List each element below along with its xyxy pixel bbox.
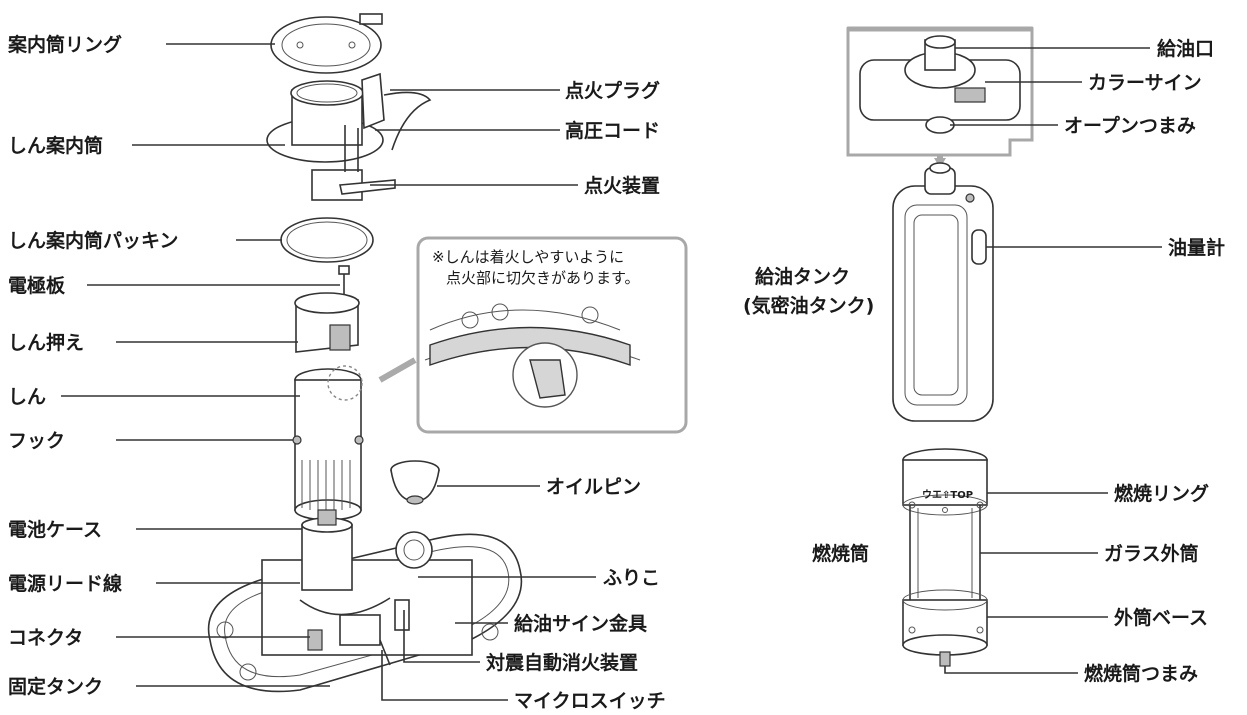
fuel-tank-drawing (892, 162, 994, 422)
chimney-title: 燃焼筒 (812, 542, 869, 565)
label-oil-gauge: 油量計 (1168, 236, 1225, 259)
tank-title-line2: (気密油タンク) (743, 294, 874, 317)
label-guide-ring: 案内筒リング (7, 33, 122, 56)
center-leaders (370, 89, 596, 701)
tank-leaders (950, 47, 1162, 248)
tank-closeup-box (846, 26, 1034, 168)
label-igniter-plug: 点火プラグ (565, 79, 660, 102)
guide-ring-drawing (270, 13, 383, 74)
chimney-drawing: ウエ⇧TOP (902, 448, 988, 667)
oil-pin-drawing (390, 460, 440, 505)
label-seismic-extinguisher: 対震自動消火装置 (485, 651, 638, 674)
label-outer-base: 外筒ベース (1114, 606, 1208, 629)
label-wick-guide: しん案内筒 (8, 134, 103, 157)
label-color-sign: カラーサイン (1088, 72, 1202, 94)
electrode-holder-drawing (294, 265, 360, 353)
base-tank-drawing (207, 509, 523, 693)
label-filler-port: 給油口 (1157, 37, 1214, 60)
label-wick: しん (8, 386, 46, 408)
label-wick-guide-packing: しん案内筒パッキン (8, 229, 178, 252)
label-combustion-ring: 燃焼リング (1114, 482, 1209, 505)
label-glass-outer: ガラス外筒 (1104, 542, 1199, 565)
label-power-lead: 電源リード線 (8, 572, 122, 595)
ring-marking: ウエ⇧TOP (922, 489, 973, 501)
label-fixed-tank: 固定タンク (8, 675, 103, 698)
wick-notch-callout: ※しんは着火しやすいように 点火部に切欠きがあります。 (378, 236, 688, 434)
label-oil-pin: オイルピン (546, 476, 641, 498)
label-battery-case: 電池ケース (8, 518, 102, 541)
label-ignition-device: 点火装置 (584, 174, 660, 197)
chimney-leaders (944, 492, 1108, 674)
label-electrode-plate: 電極板 (8, 274, 66, 297)
callout-note-line2: 点火部に切欠きがあります。 (446, 269, 640, 287)
wick-guide-packing-drawing (280, 217, 374, 263)
label-wick-holder: しん押え (8, 331, 84, 354)
tank-title-line1: 給油タンク (755, 265, 850, 288)
label-connector: コネクタ (8, 627, 83, 649)
left-leaders (61, 43, 340, 687)
label-chimney-knob: 燃焼筒つまみ (1084, 662, 1198, 685)
label-hook: フック (8, 430, 65, 452)
wick-drawing (292, 365, 364, 521)
label-high-voltage-cord: 高圧コード (565, 119, 660, 142)
wick-guide-drawing (266, 72, 432, 201)
label-open-knob: オープンつまみ (1064, 114, 1196, 137)
label-refuel-sign-bracket: 給油サイン金具 (514, 612, 647, 635)
label-pendulum: ふりこ (603, 567, 660, 589)
callout-note-line1: ※しんは着火しやすいように (432, 248, 624, 266)
label-micro-switch: マイクロスイッチ (514, 690, 666, 712)
